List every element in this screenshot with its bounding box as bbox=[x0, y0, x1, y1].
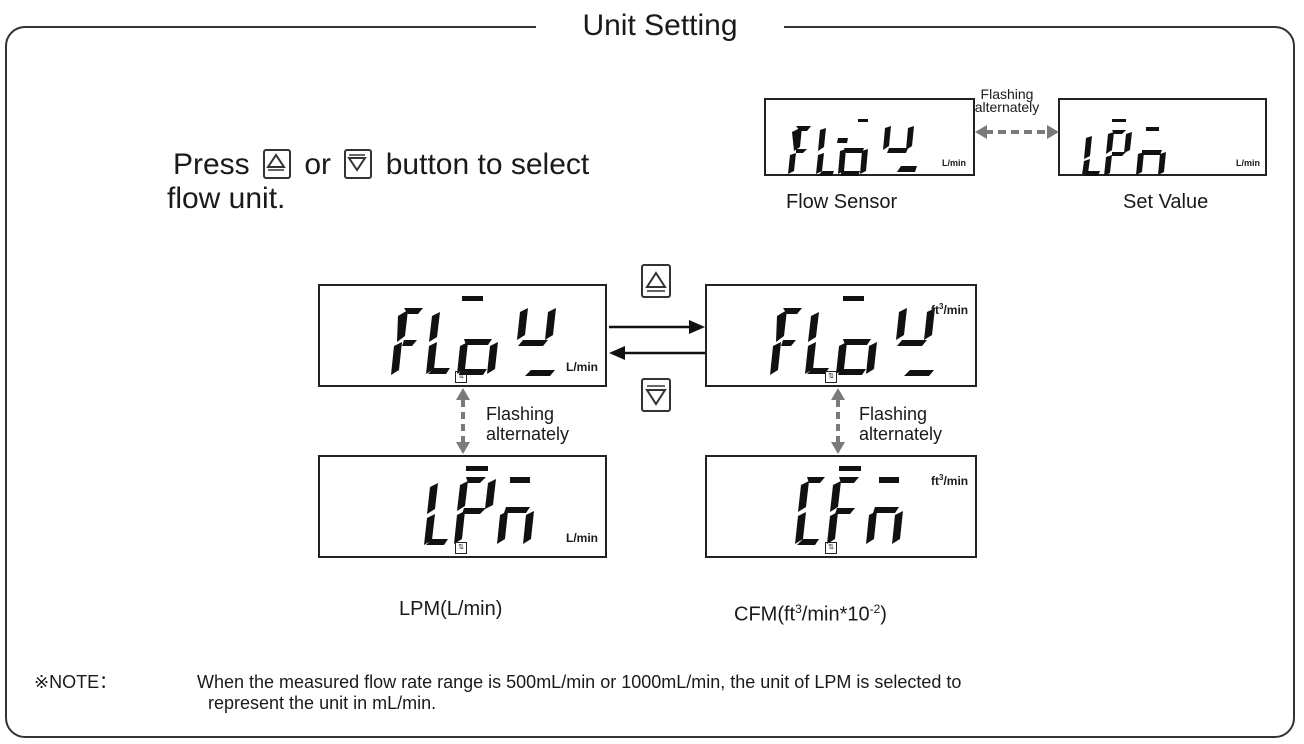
flow-cfm-glyphs bbox=[770, 296, 935, 376]
flow-cfm-unit-base: ft bbox=[931, 303, 939, 317]
sensor-symbol-icon: ⇅ bbox=[455, 542, 467, 554]
right-dashed-vertical-arrow bbox=[831, 388, 845, 454]
flow-cfm-display: ft3/min ⇅ bbox=[705, 284, 977, 387]
lpm-caption: LPM(L/min) bbox=[399, 598, 503, 620]
flow-segment-glyphs bbox=[788, 119, 917, 176]
top-flash-line2: alternately bbox=[974, 99, 1040, 115]
lpm-display: L/min ⇅ bbox=[318, 455, 607, 558]
top-flash-line1: Flashing bbox=[980, 86, 1034, 102]
cfm-unit-rest: /min bbox=[943, 474, 969, 488]
page-title: Unit Setting bbox=[536, 6, 784, 46]
flow-lpm-display: L/min ⇅ bbox=[318, 284, 607, 387]
instruction-line-1: Press or button to select bbox=[173, 147, 589, 183]
cfm-display: ft3/min ⇅ bbox=[705, 455, 977, 558]
left-flash-label: Flashing alternately bbox=[486, 404, 569, 444]
cfm-unit-sup: 3 bbox=[939, 473, 944, 482]
left-dashed-vertical-arrow bbox=[456, 388, 470, 454]
lpm-glyphs bbox=[424, 466, 534, 545]
note-prefix: ※NOTE： bbox=[34, 672, 118, 692]
lpm-segment-glyphs bbox=[1082, 119, 1166, 176]
top-flash-label: Flashing alternately bbox=[957, 86, 1057, 115]
cfm-caption-b: /min*10 bbox=[801, 603, 870, 626]
note-line-1: When the measured flow rate range is 500… bbox=[197, 672, 962, 692]
cfm-unit: ft3/min bbox=[931, 473, 968, 488]
cfm-caption-a: CFM(ft bbox=[734, 603, 796, 626]
down-button-icon bbox=[344, 149, 373, 179]
right-flash-line1: Flashing bbox=[859, 404, 928, 424]
cfm-caption-c: ) bbox=[880, 603, 887, 626]
right-flash-label: Flashing alternately bbox=[859, 404, 942, 444]
right-flash-line2: alternately bbox=[859, 424, 943, 444]
up-button-icon bbox=[263, 149, 292, 179]
cfm-glyphs bbox=[795, 466, 903, 545]
cfm-caption-sup2: -2 bbox=[869, 602, 881, 616]
top-dashed-double-arrow bbox=[975, 125, 1059, 139]
cfm-unit-base: ft bbox=[931, 474, 939, 488]
set-value-label: Set Value bbox=[1123, 191, 1209, 213]
down-button[interactable] bbox=[641, 378, 671, 412]
flow-sensor-label: Flow Sensor bbox=[786, 191, 898, 213]
instruction-or: or bbox=[304, 148, 332, 181]
sensor-symbol-icon: ⇅ bbox=[455, 371, 467, 383]
flow-cfm-unit-sup: 3 bbox=[939, 302, 944, 311]
flow-sensor-display: L/min bbox=[764, 98, 975, 176]
up-button[interactable] bbox=[641, 264, 671, 298]
cfm-caption: CFM(ft3/min*10-2) bbox=[734, 597, 887, 627]
cfm-caption-sup: 3 bbox=[795, 602, 802, 616]
set-value-display: L/min bbox=[1058, 98, 1267, 176]
instruction-line-2: flow unit. bbox=[167, 182, 286, 215]
note-line-2: represent the unit in mL/min. bbox=[208, 693, 437, 713]
lpm-unit: L/min bbox=[566, 531, 598, 545]
flow-lpm-unit: L/min bbox=[566, 360, 598, 374]
sensor-symbol-icon: ⇅ bbox=[825, 371, 837, 383]
switch-arrows bbox=[609, 320, 705, 360]
instruction-rest: button to select bbox=[385, 148, 590, 181]
sensor-symbol-icon: ⇅ bbox=[825, 542, 837, 554]
instruction-press: Press bbox=[173, 148, 250, 181]
flow-cfm-unit: ft3/min bbox=[931, 302, 968, 317]
set-value-unit: L/min bbox=[1236, 158, 1260, 168]
flow-cfm-unit-rest: /min bbox=[943, 303, 969, 317]
flow-sensor-unit: L/min bbox=[942, 158, 966, 168]
left-flash-line2: alternately bbox=[486, 424, 570, 444]
left-flash-line1: Flashing bbox=[486, 404, 555, 424]
flow-lpm-glyphs bbox=[391, 296, 556, 376]
